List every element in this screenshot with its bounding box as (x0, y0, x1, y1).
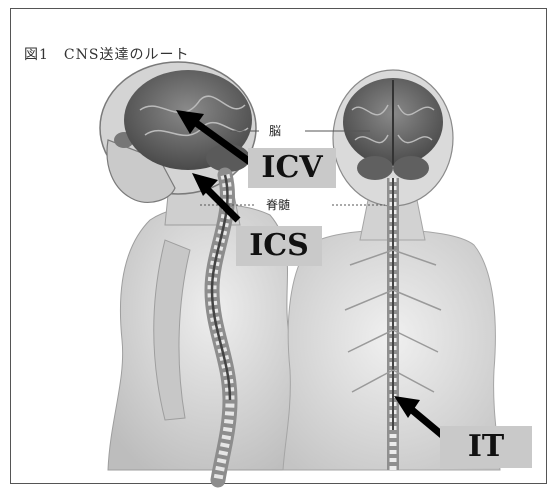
ics-route-badge: ICS (236, 226, 322, 266)
back-view-figure (283, 70, 500, 470)
brain-label: 脳 (269, 122, 281, 139)
it-route-badge: IT (440, 426, 532, 468)
spinal-cord-label: 脊髄 (266, 196, 290, 213)
back-cerebellum-right (393, 156, 429, 180)
icv-route-badge: ICV (248, 148, 336, 188)
back-cerebellum-left (357, 156, 393, 180)
